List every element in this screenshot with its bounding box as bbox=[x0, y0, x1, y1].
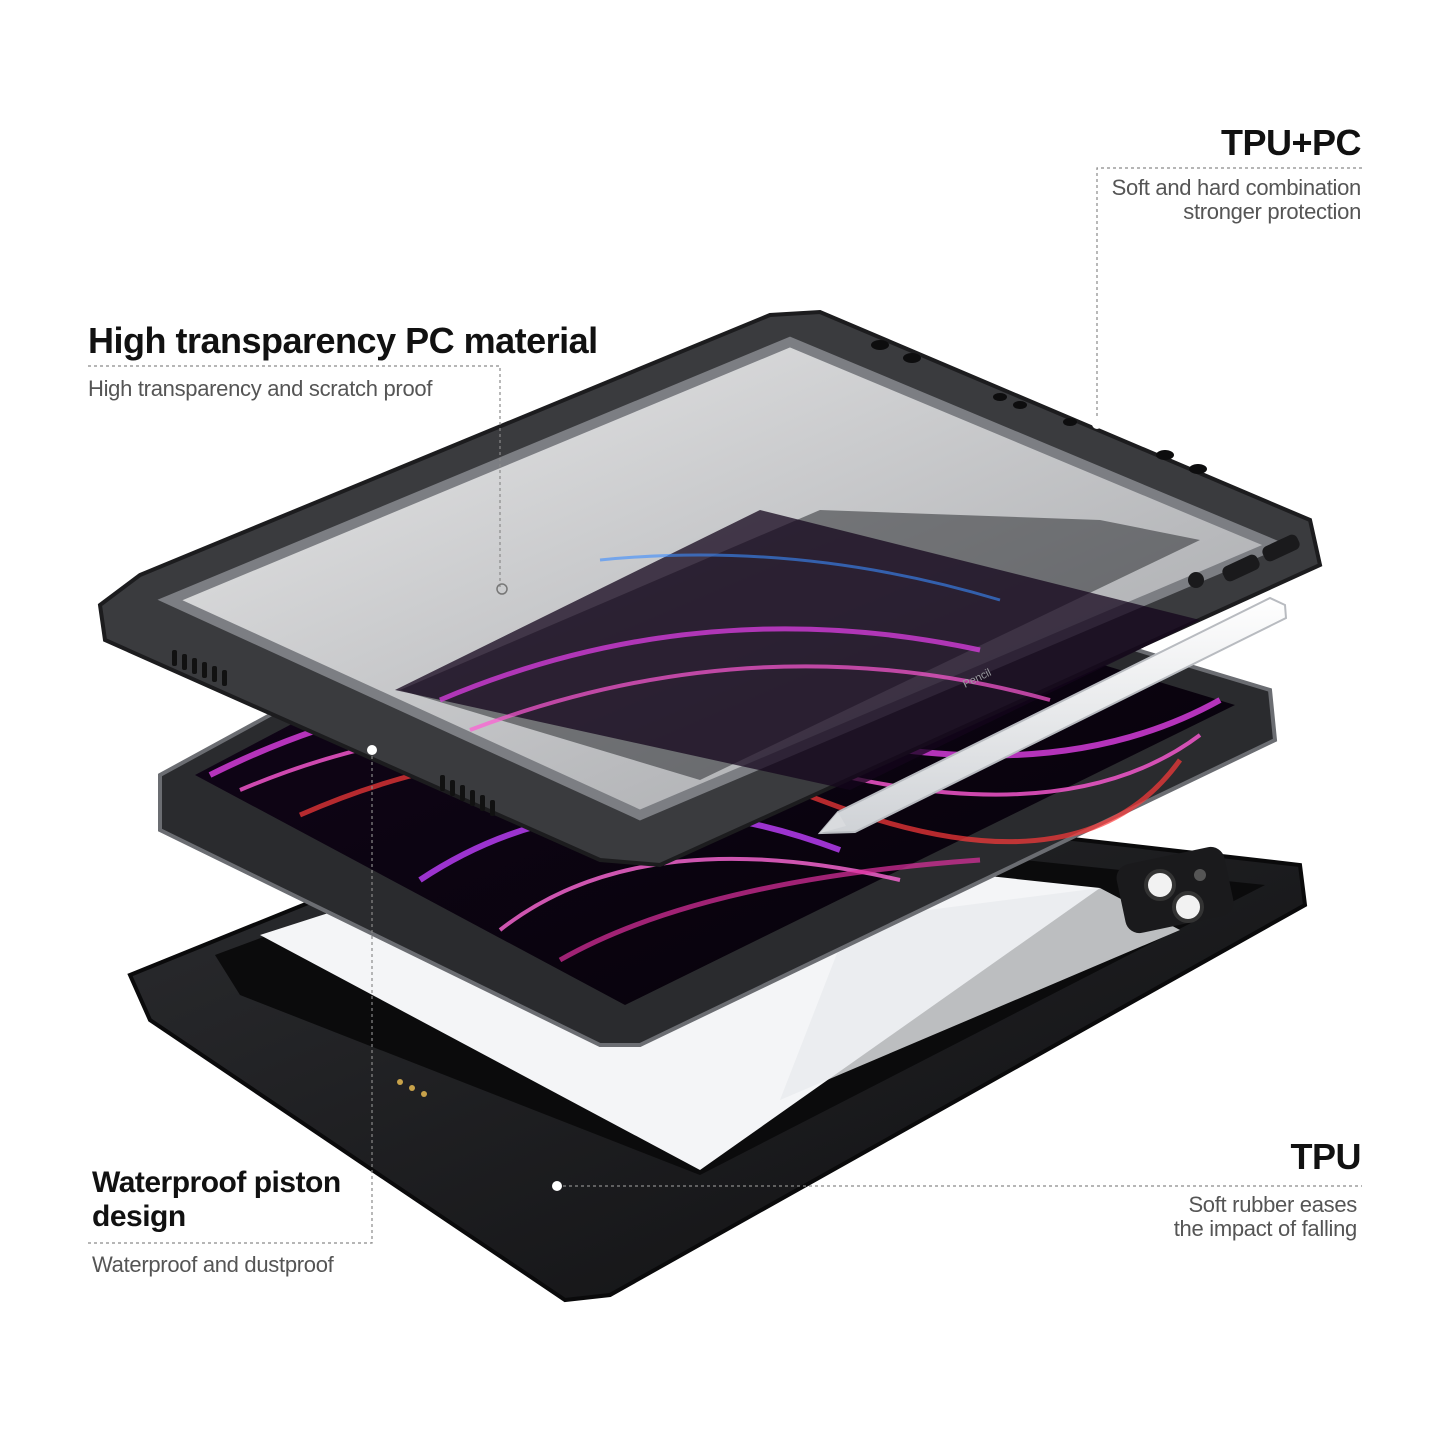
tpu-subtitle-line1: Soft rubber eases bbox=[1188, 1192, 1357, 1217]
tpu-subtitle-line2: the impact of falling bbox=[1173, 1216, 1358, 1241]
piston-title-line1: Waterproof piston bbox=[92, 1166, 341, 1199]
tpu-title: TPU bbox=[1290, 1136, 1362, 1177]
leader-piston bbox=[88, 750, 373, 1244]
front-frame bbox=[97, 309, 1323, 868]
tpu-pc-title: TPU+PC bbox=[1220, 122, 1362, 163]
tpu-pc-subtitle: Soft and hard combination stronger prote… bbox=[1111, 175, 1362, 224]
leader-tpupc bbox=[1096, 167, 1362, 422]
marker-piston bbox=[367, 745, 377, 755]
marker-tpupc bbox=[1092, 419, 1102, 429]
tpu-subtitle: Soft rubber eases the impact of falling bbox=[1173, 1192, 1358, 1241]
marker-tpu bbox=[552, 1181, 562, 1191]
leader-pc bbox=[88, 365, 501, 588]
piston-subtitle: Waterproof and dustproof bbox=[92, 1252, 334, 1277]
piston-title-line2: design bbox=[92, 1200, 186, 1233]
callout-leaders bbox=[88, 167, 1362, 1244]
pc-material-title: High transparency PC material bbox=[88, 320, 598, 361]
pc-material-subtitle: High transparency and scratch proof bbox=[88, 376, 433, 401]
tpu-pc-subtitle-line2: stronger protection bbox=[1183, 199, 1361, 224]
tpu-pc-subtitle-line1: Soft and hard combination bbox=[1111, 175, 1362, 200]
piston-title: Waterproof piston design bbox=[92, 1166, 352, 1234]
marker-pc bbox=[496, 583, 508, 595]
